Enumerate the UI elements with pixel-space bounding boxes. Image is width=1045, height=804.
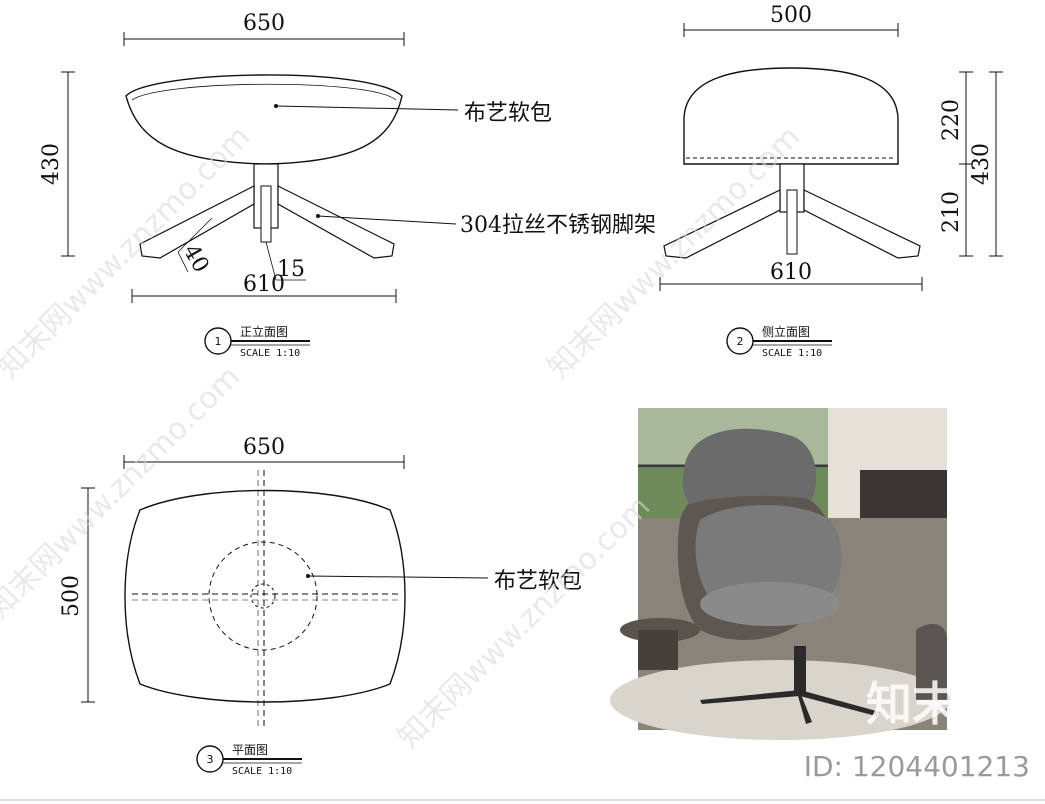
front-base-dim: 610: [243, 272, 285, 297]
plan-view-title: 平面图: [232, 743, 268, 757]
front-height-dim: 430: [39, 143, 64, 185]
front-cushion: [125, 74, 403, 165]
side-view-number: 2: [737, 335, 744, 348]
side-view: 500 220 210 430 610 2 侧立面图 SCALE 1:10: [659, 3, 1003, 359]
side-upper-dim: 220: [939, 99, 964, 141]
watermark-2: 知末网www.znzmo.com: [541, 119, 807, 385]
front-callout-cushion: 布艺软包: [464, 101, 552, 126]
plan-depth-dim: 500: [59, 575, 84, 617]
front-view-scale: SCALE 1:10: [240, 348, 300, 359]
side-base-dim: 610: [770, 260, 812, 285]
plan-base-circle: [208, 541, 318, 651]
front-stem-dim: 15: [277, 257, 305, 282]
side-cushion: [683, 67, 899, 165]
front-leg-right: [277, 185, 395, 259]
plan-view-scale: SCALE 1:10: [232, 766, 292, 777]
side-leg-right: [803, 189, 921, 259]
watermark-4: 知末网www.znzmo.com: [391, 489, 657, 755]
side-leg-left: [663, 189, 781, 259]
plan-view: 650 500 布艺软包 3 平面图 SCALE 1:10: [59, 435, 582, 777]
plan-width-dim: 650: [243, 435, 285, 460]
front-callout-frame: 304拉丝不锈钢脚架: [460, 213, 656, 238]
front-leg-width-dim: 40: [178, 240, 214, 277]
front-view-title: 正立面图: [240, 324, 288, 339]
photo-logo: 知末: [866, 677, 958, 731]
plan-stem-circle: [250, 583, 276, 609]
front-view-number: 1: [215, 335, 222, 348]
side-view-scale: SCALE 1:10: [762, 348, 822, 359]
front-view: 650 430 610 40 15 布艺软包 304拉: [39, 11, 656, 359]
front-width-dim: 650: [243, 11, 285, 36]
side-lower-dim: 210: [939, 191, 964, 233]
front-leg-left: [139, 185, 255, 259]
side-width-dim: 500: [770, 3, 812, 28]
plan-cushion: [124, 489, 406, 703]
plan-view-number: 3: [207, 753, 214, 766]
plan-callout-cushion: 布艺软包: [494, 569, 582, 594]
side-view-title: 侧立面图: [762, 324, 810, 339]
side-total-dim: 430: [969, 143, 994, 185]
chair-photo: 知末: [610, 408, 958, 740]
id-label: ID: 1204401213: [804, 750, 1030, 783]
